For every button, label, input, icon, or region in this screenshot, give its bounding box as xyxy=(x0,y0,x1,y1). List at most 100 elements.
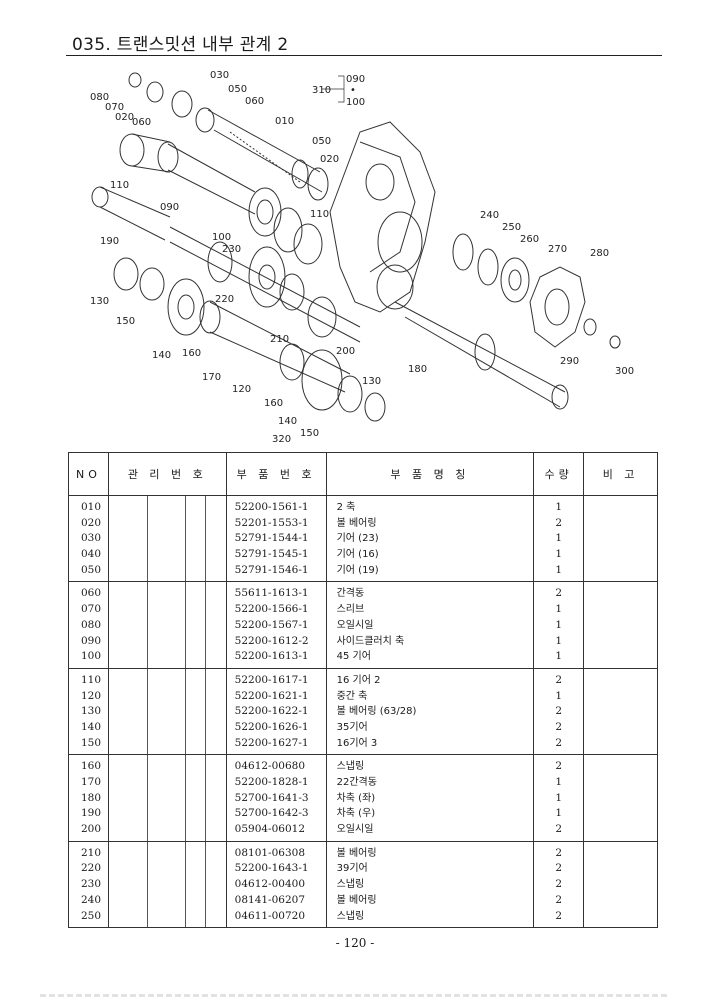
qty-value: 1 xyxy=(555,603,563,616)
empty-value xyxy=(584,877,657,893)
empty-value xyxy=(584,822,657,838)
no-value: 020 xyxy=(81,516,102,529)
empty-value xyxy=(109,893,226,909)
name-value: 스냅링 xyxy=(336,910,365,922)
callout-190: 190 xyxy=(100,236,119,247)
empty-value xyxy=(109,634,226,650)
name-value: 사이드클러치 축 xyxy=(336,635,405,647)
empty-value xyxy=(584,547,657,563)
header-management-number: 관 리 번 호 xyxy=(107,452,227,496)
callout-300: 300 xyxy=(615,366,634,377)
qty-value: 2 xyxy=(555,893,563,906)
management-subdivider xyxy=(204,841,206,928)
empty-value xyxy=(109,500,226,516)
part-value: 08141-06207 xyxy=(234,893,306,906)
table-header-row: NO 관 리 번 호 부 품 번 호 부 품 명 칭 수량 비 고 xyxy=(68,452,658,496)
no-value: 040 xyxy=(81,548,102,561)
qty-value: 2 xyxy=(555,720,563,733)
bracket-top-label: 090 xyxy=(346,74,365,85)
name-value: 볼 베어링 xyxy=(336,894,377,906)
empty-value xyxy=(584,516,657,532)
management-subdivider xyxy=(146,755,148,841)
management-subdivider xyxy=(204,582,206,668)
callout-080: 080 xyxy=(90,92,109,103)
part-value: 52200-1622-1 xyxy=(234,705,309,718)
callout-060: 060 xyxy=(245,96,264,107)
management-cell xyxy=(107,668,227,756)
name-value: 볼 베어링 xyxy=(336,847,377,859)
callout-240: 240 xyxy=(480,210,499,221)
name-value: 35기어 xyxy=(336,721,368,733)
management-subdivider xyxy=(204,668,206,755)
no-value: 070 xyxy=(81,603,102,616)
remarks-cell xyxy=(583,754,658,842)
qty-value: 2 xyxy=(555,862,563,875)
empty-value xyxy=(109,846,226,862)
empty-value xyxy=(584,563,657,579)
empty-value xyxy=(109,877,226,893)
management-subdivider xyxy=(184,841,186,928)
callout-150b: 150 xyxy=(300,428,319,439)
qty-value: 1 xyxy=(555,501,563,513)
empty-value xyxy=(584,531,657,547)
qty-value: 2 xyxy=(555,823,563,836)
callout-320: 320 xyxy=(272,434,291,445)
callout-290: 290 xyxy=(560,356,579,367)
empty-value xyxy=(109,516,226,532)
empty-value xyxy=(584,775,657,791)
part-value: 04612-00680 xyxy=(234,760,306,773)
callout-140: 140 xyxy=(152,350,171,361)
callout-040: 050 xyxy=(228,84,247,95)
part-value: 52791-1544-1 xyxy=(234,532,309,545)
header-remarks: 비 고 xyxy=(583,452,658,496)
empty-value xyxy=(109,649,226,665)
empty-value xyxy=(109,720,226,736)
qty-value: 1 xyxy=(555,532,563,545)
no-value: 150 xyxy=(81,736,102,749)
management-subdivider xyxy=(184,496,186,582)
callout-140b: 140 xyxy=(278,416,297,427)
empty-value xyxy=(109,689,226,705)
empty-value xyxy=(109,822,226,838)
part-value: 08101-06308 xyxy=(234,846,306,859)
title-divider xyxy=(66,55,662,56)
name-value: 스냅링 xyxy=(336,879,365,891)
header-quantity: 수량 xyxy=(533,452,585,496)
empty-value xyxy=(109,547,226,563)
callout-020b: 020 xyxy=(320,154,339,165)
name-value: 오일시일 xyxy=(336,619,374,631)
callout-160b: 160 xyxy=(264,398,283,409)
callout-110b: 110 xyxy=(310,209,329,220)
qty-value: 2 xyxy=(555,705,563,718)
no-value: 190 xyxy=(81,807,102,820)
no-value: 130 xyxy=(81,705,102,718)
empty-value xyxy=(109,909,226,925)
empty-value xyxy=(584,689,657,705)
part-value: 52200-1626-1 xyxy=(234,720,309,733)
part-value: 55611-1613-1 xyxy=(234,587,309,600)
bracket-mid-label: • xyxy=(350,85,356,96)
empty-value xyxy=(584,736,657,752)
qty-value: 2 xyxy=(555,909,563,922)
qty-value: 1 xyxy=(555,689,563,702)
header-part-number: 부 품 번 호 xyxy=(225,452,327,496)
scan-artifact xyxy=(40,994,670,997)
part-value: 52200-1613-1 xyxy=(234,650,309,663)
qty-value: 2 xyxy=(555,673,563,686)
name-value: 기어 (19) xyxy=(336,564,379,576)
part-value: 52200-1566-1 xyxy=(234,603,309,616)
qty-value: 1 xyxy=(555,548,563,561)
callout-150: 150 xyxy=(116,316,135,327)
